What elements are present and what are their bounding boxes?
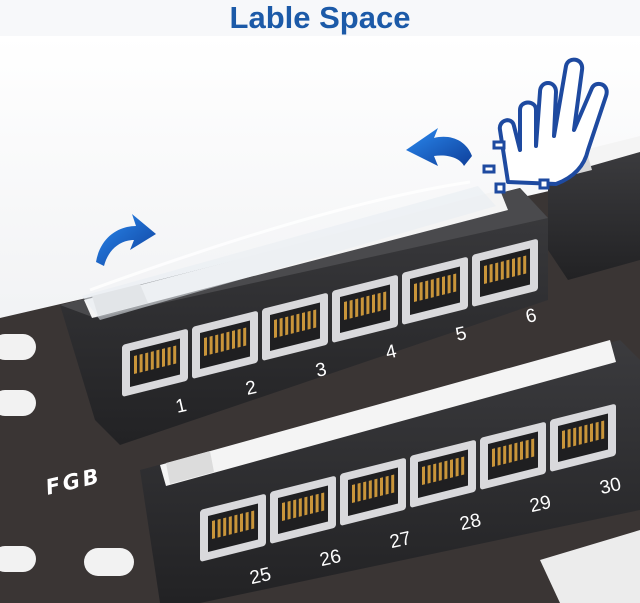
rj45-jack [122, 329, 188, 397]
curved-arrow-icon [406, 128, 472, 166]
rj45-jack [192, 311, 258, 379]
port-number: 29 [527, 491, 554, 518]
port-number: 26 [317, 545, 344, 572]
mount-hole [0, 390, 36, 416]
rj45-jack [472, 239, 538, 307]
mount-hole [0, 546, 36, 572]
rj45-jack [550, 404, 616, 472]
port-number: 28 [457, 509, 484, 536]
curved-arrow-icon [96, 214, 156, 266]
label-strip [160, 340, 616, 486]
hand-pointer-icon [497, 57, 609, 186]
rj45-jack [200, 494, 266, 562]
rj45-jack [340, 458, 406, 526]
mount-hole [84, 548, 134, 576]
tap-spark [482, 140, 550, 194]
rj45-jack [410, 440, 476, 508]
rj45-jack [262, 293, 328, 361]
bottom-port-module [140, 340, 640, 603]
label-cover [82, 186, 496, 320]
mount-hole [0, 334, 36, 360]
rj45-jack [270, 476, 336, 544]
rj45-jack [480, 422, 546, 490]
port-number: 30 [597, 473, 624, 500]
port-number: 25 [247, 563, 274, 590]
port-number: 27 [387, 527, 414, 554]
rj45-jack [332, 275, 398, 343]
page-title: Lable Space [229, 0, 411, 35]
rj45-jack [402, 257, 468, 325]
